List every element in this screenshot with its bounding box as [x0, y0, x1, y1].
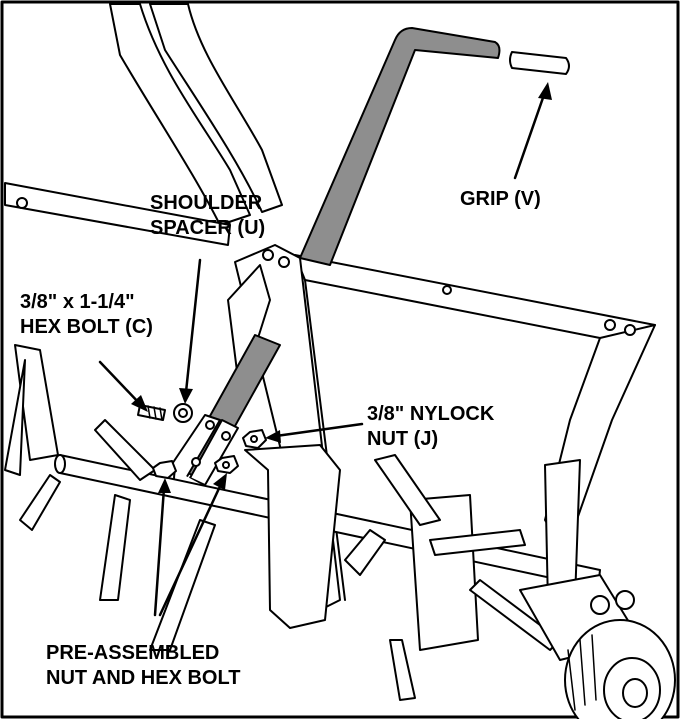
wheel-assembly: [519, 574, 676, 719]
pre-assembled-leader-2: [158, 480, 224, 617]
shoulder-spacer-callout: SHOULDER SPACER (U): [150, 191, 265, 241]
nylock-nut-label-line2: NUT (J): [367, 428, 439, 450]
hex-bolt-label-line1: 3/8" x 1-1/4": [20, 291, 135, 313]
pre-assembled-leader-1: [153, 486, 166, 617]
grip-label: GRIP (V): [460, 188, 541, 210]
hardware: [137, 403, 267, 479]
spacer-leader: [184, 258, 202, 394]
pre-assembled-label-line1: PRE-ASSEMBLED: [46, 642, 220, 664]
leader-arrows: [98, 82, 552, 617]
nylock-nut-callout: 3/8" NYLOCK NUT (J): [367, 402, 494, 452]
grip-callout: GRIP (V): [460, 187, 541, 212]
tine-blades: [4, 344, 581, 701]
shoulder-spacer-label-line2: SPACER (U): [150, 217, 266, 239]
pre-assembled-callout: PRE-ASSEMBLED NUT AND HEX BOLT: [46, 641, 240, 691]
grip-leader: [513, 90, 547, 180]
grip-part: [509, 51, 570, 75]
pre-assembled-label-line2: NUT AND HEX BOLT: [46, 667, 241, 689]
nylock-nut-label-line1: 3/8" NYLOCK: [367, 403, 495, 425]
bolt-leader: [98, 360, 142, 406]
background-handle-tubes: [4, 3, 283, 246]
nut-leader: [274, 422, 364, 438]
main-handle: [299, 27, 501, 266]
shoulder-spacer-label-line1: SHOULDER: [150, 192, 263, 214]
hex-bolt-label-line2: HEX BOLT (C): [20, 316, 153, 338]
hex-bolt-callout: 3/8" x 1-1/4" HEX BOLT (C): [20, 290, 153, 340]
